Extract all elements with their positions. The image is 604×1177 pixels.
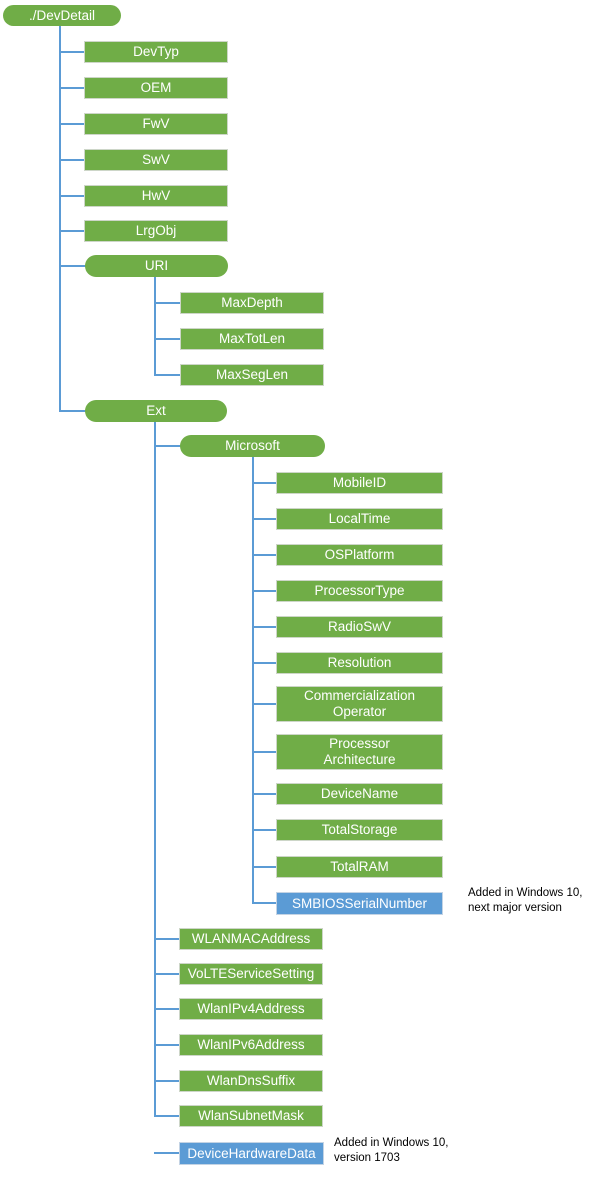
connector-radioswv <box>253 626 277 628</box>
annotation-line: next major version <box>468 902 562 914</box>
node-processor-architecture: Processor Architecture <box>276 734 443 770</box>
connector-mobileid <box>253 482 277 484</box>
node-totalram: TotalRAM <box>276 856 443 878</box>
annotation-line: version 1703 <box>334 1152 400 1164</box>
node-wlanmacaddress: WLANMACAddress <box>179 928 323 950</box>
node-devicehardwaredata: DeviceHardwareData <box>179 1142 324 1165</box>
connector-devicename <box>253 793 277 795</box>
connector-swv <box>60 159 85 161</box>
connector-osplatform <box>253 554 277 556</box>
connector-wlanipv4address <box>155 1008 180 1010</box>
connector-devicehardwaredata <box>154 1152 180 1154</box>
node-localtime: LocalTime <box>276 508 443 530</box>
connector-wlanipv6address <box>155 1044 180 1046</box>
node-devtyp: DevTyp <box>84 41 228 63</box>
connector-processortype <box>253 590 277 592</box>
node-osplatform: OSPlatform <box>276 544 443 566</box>
connector-wlansubnetmask <box>155 1115 180 1117</box>
connector-root-trunk <box>59 26 61 412</box>
connector-uri <box>60 265 86 267</box>
node-fwv: FwV <box>84 113 228 135</box>
node-maxdepth: MaxDepth <box>180 292 324 314</box>
node-lrgobj: LrgObj <box>84 220 228 242</box>
connector-hwv <box>60 195 85 197</box>
node-devicename: DeviceName <box>276 783 443 805</box>
connector-commercialization-operator <box>253 703 277 705</box>
node-microsoft: Microsoft <box>180 435 325 457</box>
connector-devtyp <box>60 51 85 53</box>
node-wlanipv4address: WlanIPv4Address <box>179 998 323 1020</box>
connector-maxdepth <box>155 302 181 304</box>
connector-microsoft <box>155 445 181 447</box>
connector-maxseglen <box>155 374 181 376</box>
connector-maxtotlen <box>155 338 181 340</box>
node-voltservicesetting: VoLTEServiceSetting <box>179 963 323 985</box>
connector-smbiosserialnumber <box>253 902 277 904</box>
node-uri: URI <box>85 255 228 277</box>
connector-lrgobj <box>60 230 85 232</box>
connector-oem <box>60 87 85 89</box>
node-maxtotlen: MaxTotLen <box>180 328 324 350</box>
node-hwv: HwV <box>84 185 228 207</box>
connector-totalram <box>253 866 277 868</box>
connector-microsoft-trunk <box>252 457 254 904</box>
node-processortype: ProcessorType <box>276 580 443 602</box>
connector-totalstorage <box>253 829 277 831</box>
connector-localtime <box>253 518 277 520</box>
annotation-line: Added in Windows 10, <box>468 887 583 899</box>
node-commercialization-operator: Commercialization Operator <box>276 686 443 722</box>
node-mobileid: MobileID <box>276 472 443 494</box>
node-smbiosserialnumber: SMBIOSSerialNumber <box>276 892 443 915</box>
node-devdetail-root: ./DevDetail <box>3 5 121 26</box>
node-totalstorage: TotalStorage <box>276 819 443 841</box>
connector-wlandnssuffix <box>155 1080 180 1082</box>
node-wlanipv6address: WlanIPv6Address <box>179 1034 323 1056</box>
connector-resolution <box>253 662 277 664</box>
node-maxseglen: MaxSegLen <box>180 364 324 386</box>
connector-fwv <box>60 123 85 125</box>
connector-voltesetting <box>155 973 180 975</box>
node-oem: OEM <box>84 77 228 99</box>
annotation-smbiosserialnumber: Added in Windows 10, next major version <box>468 886 598 916</box>
annotation-devicehardwaredata: Added in Windows 10, version 1703 <box>334 1136 464 1166</box>
node-ext: Ext <box>85 400 227 422</box>
node-radioswv: RadioSwV <box>276 616 443 638</box>
connector-wlanmacaddress <box>155 938 180 940</box>
connector-processor-architecture <box>253 751 277 753</box>
connector-ext <box>60 410 86 412</box>
annotation-line: Added in Windows 10, <box>334 1137 449 1149</box>
node-swv: SwV <box>84 149 228 171</box>
connector-uri-trunk <box>154 277 156 376</box>
connector-ext-trunk <box>154 422 156 1117</box>
node-wlansubnetmask: WlanSubnetMask <box>179 1105 323 1127</box>
node-resolution: Resolution <box>276 652 443 674</box>
node-wlandnssuffix: WlanDnsSuffix <box>179 1070 323 1092</box>
